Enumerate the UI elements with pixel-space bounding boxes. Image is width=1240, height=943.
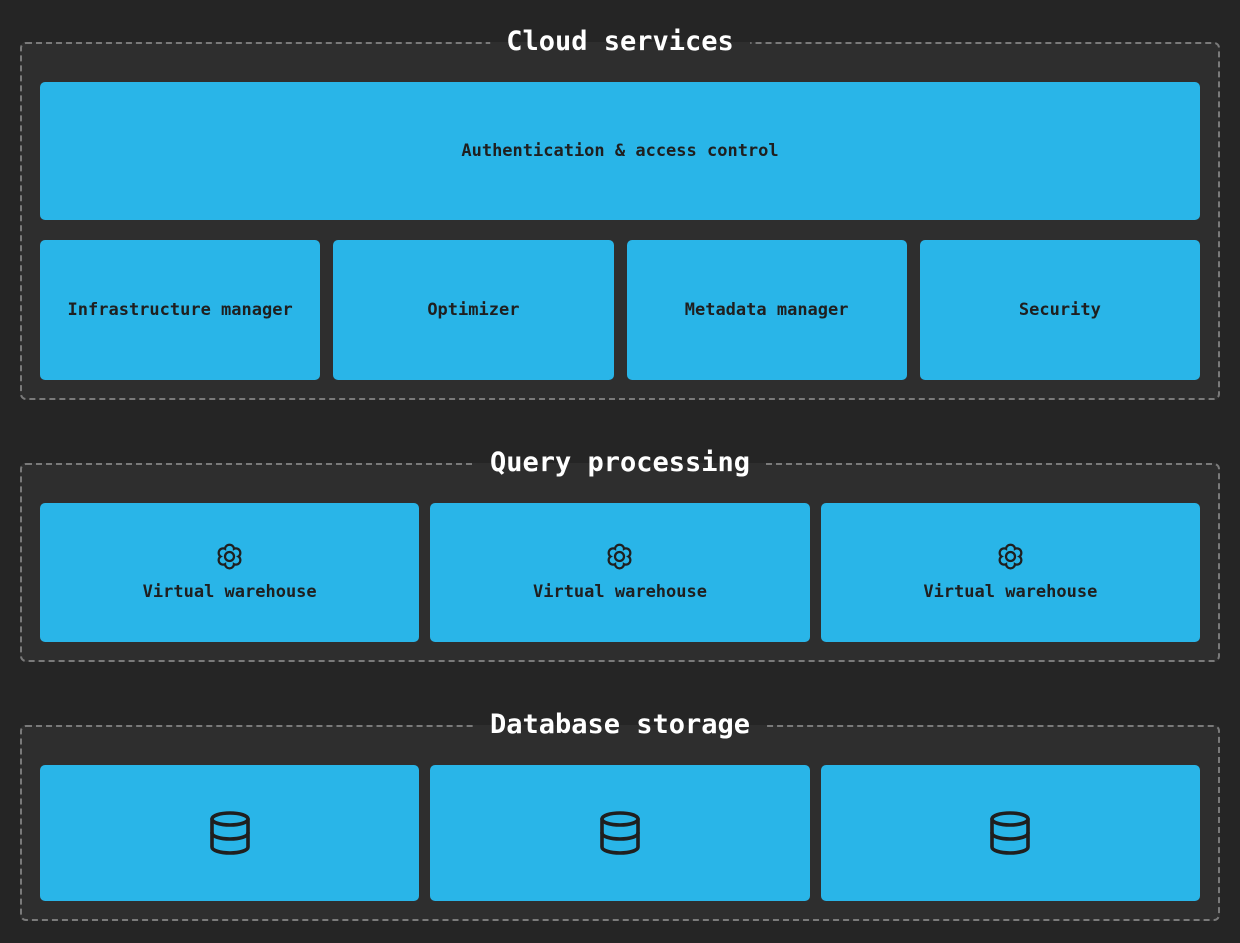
virtual-warehouse-box: Virtual warehouse bbox=[820, 503, 1200, 642]
virtual-warehouse-box: Virtual warehouse bbox=[430, 503, 810, 642]
cloud-services-row: Infrastructure manager Optimizer Metadat… bbox=[40, 240, 1200, 380]
section-database-storage: Database storage bbox=[20, 706, 1220, 921]
virtual-warehouse-label: Virtual warehouse bbox=[532, 582, 707, 602]
database-icon bbox=[209, 811, 250, 855]
security-label: Security bbox=[1018, 300, 1101, 320]
infrastructure-manager-box: Infrastructure manager bbox=[40, 240, 321, 380]
optimizer-label: Optimizer bbox=[427, 300, 520, 320]
database-icon bbox=[990, 811, 1031, 855]
virtual-warehouse-label: Virtual warehouse bbox=[142, 582, 317, 602]
database-icon bbox=[600, 811, 640, 855]
database-box bbox=[820, 765, 1200, 901]
security-box: Security bbox=[919, 240, 1200, 380]
section-title-query-processing: Query processing bbox=[473, 444, 767, 482]
database-box bbox=[430, 765, 810, 901]
auth-access-control-box: Authentication & access control bbox=[40, 82, 1200, 220]
database-storage-row bbox=[40, 765, 1200, 901]
section-query-processing: Query processing Virtual wa bbox=[20, 444, 1220, 662]
metadata-manager-box: Metadata manager bbox=[626, 240, 907, 380]
virtual-warehouse-label: Virtual warehouse bbox=[923, 582, 1098, 602]
metadata-manager-label: Metadata manager bbox=[684, 300, 849, 320]
optimizer-box: Optimizer bbox=[333, 240, 614, 380]
section-title-cloud-services: Cloud services bbox=[490, 23, 750, 61]
section-title-database-storage: Database storage bbox=[473, 706, 767, 744]
infrastructure-manager-label: Infrastructure manager bbox=[67, 300, 293, 320]
gear-icon bbox=[998, 543, 1023, 570]
query-processing-row: Virtual warehouse Virtual bbox=[40, 503, 1200, 642]
gear-icon bbox=[608, 543, 632, 570]
virtual-warehouse-box: Virtual warehouse bbox=[40, 503, 420, 642]
auth-access-control-label: Authentication & access control bbox=[461, 141, 779, 161]
gear-icon bbox=[217, 543, 242, 570]
section-cloud-services: Cloud services Authentication & access c… bbox=[20, 23, 1220, 400]
database-box bbox=[40, 765, 420, 901]
